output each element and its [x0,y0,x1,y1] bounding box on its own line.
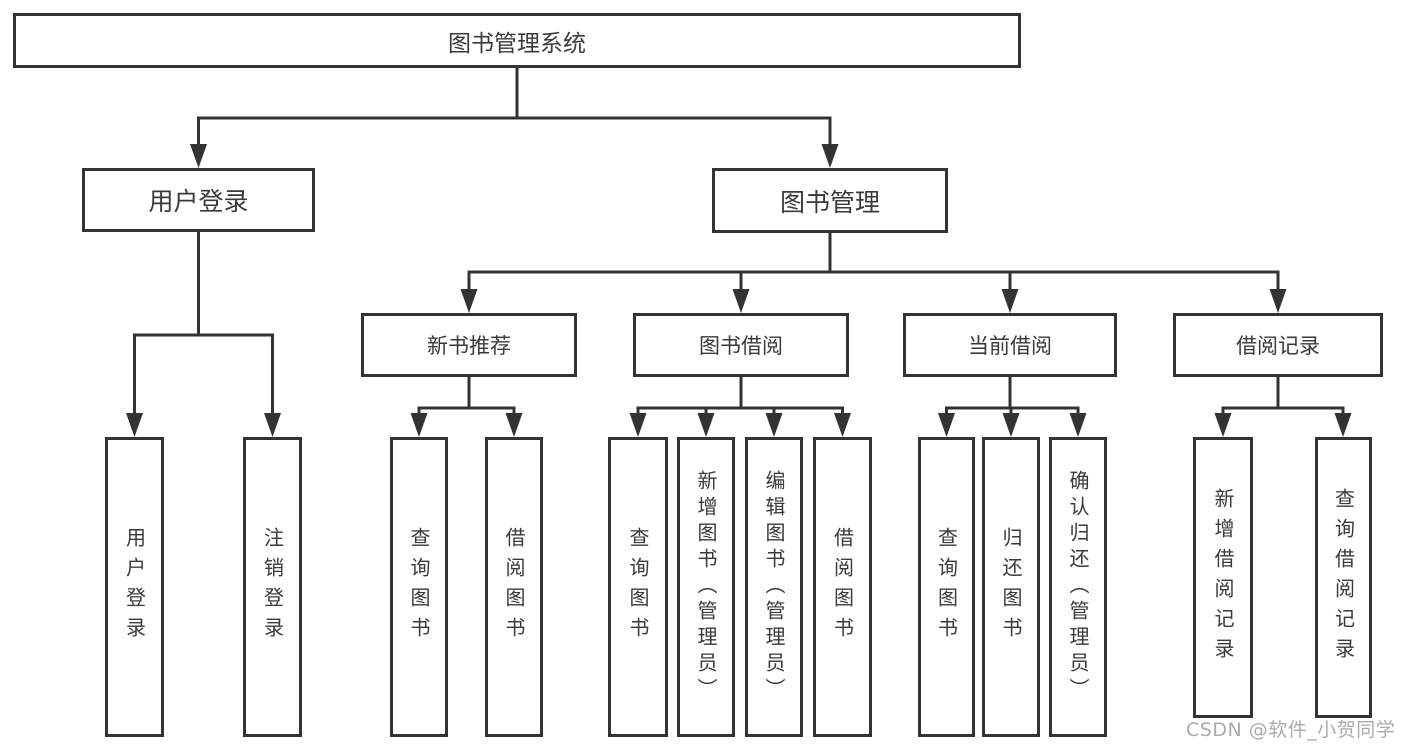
node-label: 查询图书 [934,527,959,647]
node-label: 确认归还（管理员） [1066,470,1090,704]
arrowhead-icons [126,144,1352,437]
leaf-query-books-recommend: 查询图书 [390,437,448,737]
node-label: 图书借阅 [699,334,783,358]
node-label: 新书推荐 [427,334,511,358]
node-label: 归还图书 [999,527,1023,647]
leaf-add-borrow-record: 新增借阅记录 [1193,437,1253,718]
leaf-borrow-books: 借阅图书 [813,437,872,737]
node-label: 借阅记录 [1236,334,1320,358]
node-user-login: 用户登录 [82,168,315,232]
node-label: 新增借阅记录 [1211,487,1235,668]
node-current-borrowing: 当前借阅 [903,313,1117,377]
node-library-management-system: 图书管理系统 [13,13,1021,68]
node-borrowing-records: 借阅记录 [1173,313,1383,377]
node-label: 借阅图书 [502,527,526,647]
leaf-edit-books-admin: 编辑图书（管理员） [745,437,803,737]
node-label: 编辑图书（管理员） [762,470,786,704]
watermark: CSDN @软件_小贺同学 [1186,719,1396,741]
node-label: 用户登录 [148,187,249,216]
node-label: 查询借阅记录 [1331,487,1356,668]
node-label: 用户登录 [122,527,147,647]
leaf-query-borrow-record: 查询借阅记录 [1315,437,1372,718]
node-label: 查询图书 [626,527,650,647]
leaf-confirm-return-admin: 确认归还（管理员） [1049,437,1107,737]
leaf-query-books-current: 查询图书 [918,437,975,737]
node-label: 注销登录 [260,527,285,647]
leaf-borrow-books-recommend: 借阅图书 [485,437,543,737]
leaf-logout: 注销登录 [243,437,302,737]
leaf-return-books: 归还图书 [982,437,1040,737]
node-label: 图书管理系统 [448,30,586,57]
node-label: 查询图书 [407,527,431,647]
node-book-borrowing: 图书借阅 [633,313,849,377]
node-book-management: 图书管理 [712,168,948,233]
leaf-query-books-borrow: 查询图书 [608,437,668,737]
leaf-add-books-admin: 新增图书（管理员） [677,437,735,737]
node-label: 图书管理 [779,187,880,217]
leaf-user-login: 用户登录 [105,437,164,737]
node-label: 新增图书（管理员） [694,470,718,704]
node-label: 当前借阅 [968,334,1052,358]
node-label: 借阅图书 [830,527,855,647]
node-new-book-recommend: 新书推荐 [361,313,577,377]
